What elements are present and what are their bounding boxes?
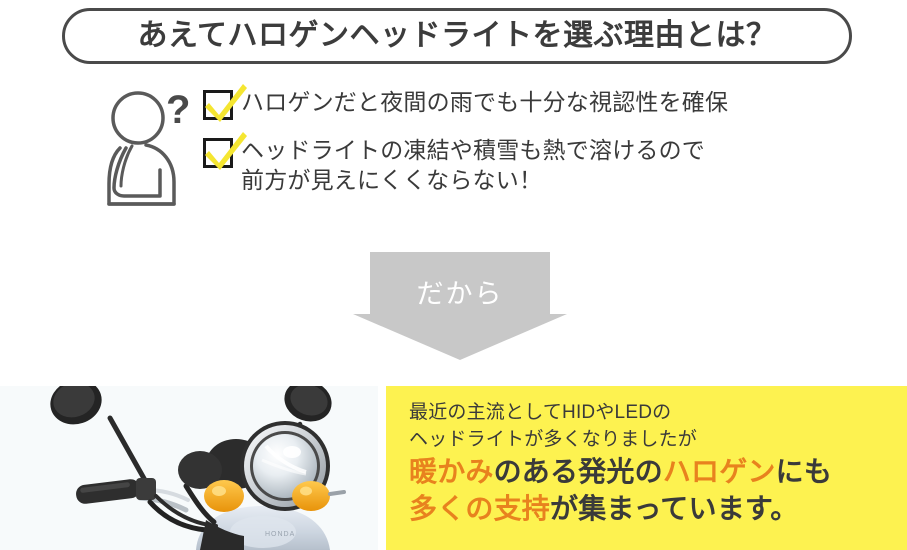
callout-line-3-end: にも [775,456,833,487]
callout-highlight-halogen: ハロゲン [662,456,776,487]
callout-line-3: 暖かみのある発光のハロゲンにも [409,453,899,490]
list-item: ヘッドライトの凍結や積雪も熱で溶けるので 前方が見えにくくならない！ [203,132,893,195]
down-arrow-label: だから [416,279,504,309]
checkbox-checked[interactable] [203,84,247,122]
callout-line-3-mid: のある発光の [493,456,663,487]
checklist-section: ? ハロゲンだと夜間の雨でも十分な視認性を確保 ヘッドライトの凍結や積雪も熱で溶… [100,84,890,224]
list-item-label: ヘッドライトの凍結や積雪も熱で溶けるので 前方が見えにくくならない！ [241,137,705,193]
checkbox-checked[interactable] [203,132,247,170]
check-icon [205,132,247,170]
svg-text:HONDA: HONDA [265,531,295,538]
callout-line-4-end: が集まっています。 [550,493,799,524]
page-title: あえてハロゲンヘッドライトを選ぶ理由とは？ [137,19,777,52]
callout-highlight-support: 多くの支持 [409,493,551,524]
list-item: ハロゲンだと夜間の雨でも十分な視認性を確保 [203,84,893,122]
down-arrow-icon [353,252,567,360]
callout-line-1: 最近の主流としてHIDやLEDの [409,402,672,423]
down-arrow: だから [353,252,567,360]
list-item-label: ハロゲンだと夜間の雨でも十分な視認性を確保 [241,89,729,115]
scooter-photo: HONDA [0,386,378,550]
checklist-items: ハロゲンだと夜間の雨でも十分な視認性を確保 ヘッドライトの凍結や積雪も熱で溶ける… [203,84,893,209]
check-icon [205,84,247,122]
title-pill: あえてハロゲンヘッドライトを選ぶ理由とは？ [62,8,852,64]
thinking-person-icon [100,86,200,214]
callout-highlight-warmth: 暖かみ [409,456,494,487]
callout-line-4: 多くの支持が集まっています。 [409,490,899,527]
callout-line-2: ヘッドライトが多くなりましたが [409,429,698,450]
question-mark-icon: ? [166,88,191,132]
callout-panel: 最近の主流としてHIDやLEDの ヘッドライトが多くなりましたが 暖かみのある発… [386,386,907,550]
